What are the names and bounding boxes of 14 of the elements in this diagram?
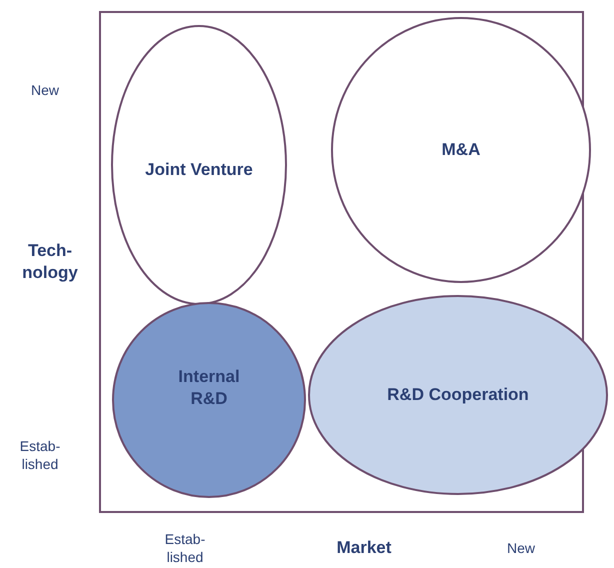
ellipse-node: [111, 25, 287, 305]
axis-title: Tech- nology: [21, 240, 79, 284]
axis-tick-label: Estab- lished: [164, 530, 206, 566]
node-label: Internal R&D: [177, 366, 241, 410]
node-label: Joint Venture: [144, 159, 254, 181]
ellipse-node: [331, 17, 591, 283]
node-label: M&A: [440, 139, 482, 161]
circle-node: [112, 302, 306, 498]
node-label: R&D Cooperation: [386, 384, 530, 406]
axis-title: Market: [336, 537, 392, 559]
axis-tick-label: New: [506, 539, 536, 557]
ellipse-node: [308, 295, 608, 495]
axis-tick-label: New: [30, 81, 60, 99]
axis-tick-label: Estab- lished: [18, 437, 62, 473]
